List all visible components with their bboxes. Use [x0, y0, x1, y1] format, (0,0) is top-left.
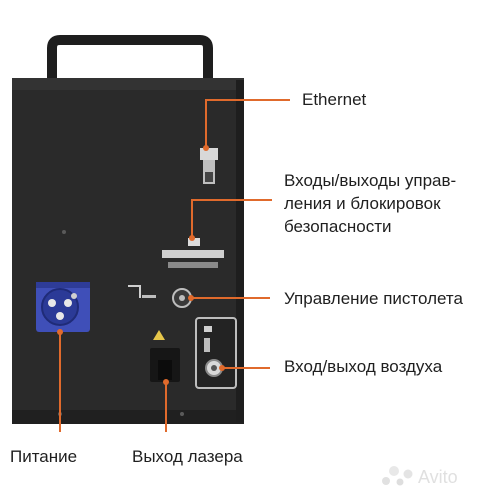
power-socket: [36, 282, 90, 332]
device-body: [12, 78, 244, 424]
label-io-line2: ления и блокировок: [284, 194, 441, 213]
air-io-panel: [195, 317, 237, 389]
avito-text: Avito: [418, 467, 458, 487]
ethernet-port: [200, 148, 218, 184]
leader-lines: [59, 99, 290, 432]
label-io-line1: Входы/выходы управ-: [284, 171, 457, 190]
label-gun-control: Управление пистолета: [284, 289, 463, 308]
leader-ethernet: [205, 99, 290, 148]
label-power: Питание: [10, 447, 78, 466]
io-connector: [162, 238, 224, 268]
laser-output-port: [150, 330, 180, 382]
avito-dots-icon: [382, 466, 413, 486]
leader-io: [191, 199, 272, 238]
label-air-io: Вход/выход воздуха: [284, 357, 443, 376]
label-laser-out: Выход лазера: [132, 447, 243, 466]
label-io-line3: безопасности: [284, 217, 392, 236]
label-ethernet: Ethernet: [302, 90, 367, 109]
avito-watermark: Avito: [382, 466, 458, 487]
leader-dots: [57, 145, 225, 385]
carry-handle: [47, 35, 213, 80]
